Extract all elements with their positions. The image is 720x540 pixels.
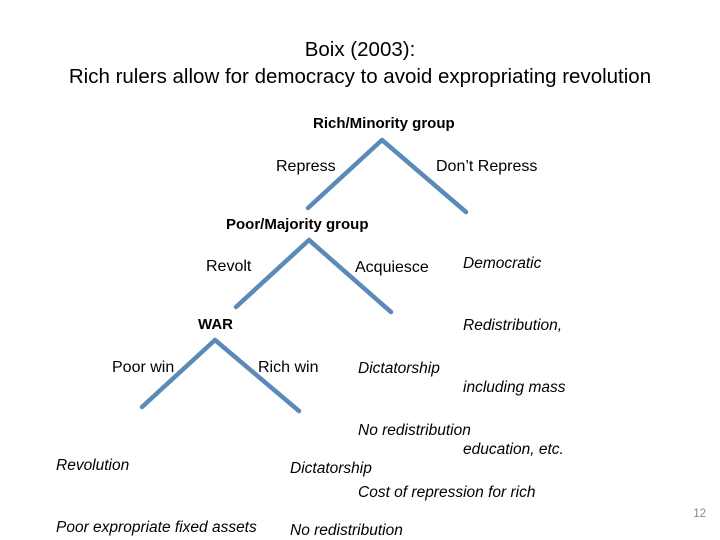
outcome-democratic-redistribution: Democratic Redistribution, including mas…	[463, 213, 566, 502]
action-label-acquiesce: Acquiesce	[355, 259, 429, 276]
outcome-line: Dictatorship	[290, 460, 372, 478]
page-title: Boix (2003): Rich rulers allow for democ…	[0, 36, 720, 91]
outcome-line: Redistribution,	[463, 317, 563, 335]
title-line-2: Rich rulers allow for democracy to avoid…	[68, 65, 652, 89]
outcome-line: No redistribution	[358, 422, 471, 440]
outcome-line: including mass	[463, 378, 566, 396]
outcome-rich-win-dictatorship: Dictatorship No redistribution Rich take…	[290, 418, 474, 540]
action-label-revolt: Revolt	[206, 258, 252, 275]
outcome-line: Democratic	[463, 255, 542, 273]
node-poor-majority-group: Poor/Majority group	[226, 216, 369, 233]
action-label-poor-win: Poor win	[112, 359, 175, 376]
node-war: WAR	[198, 316, 233, 333]
outcome-line: Cost of repression for rich	[358, 483, 536, 501]
outcome-acquiesce-dictatorship: Dictatorship No redistribution Cost of r…	[358, 318, 535, 540]
outcome-line: education, etc.	[463, 440, 564, 458]
outcome-poor-win-revolution: Revolution Poor expropriate fixed assets…	[56, 415, 257, 540]
node-rich-minority-group: Rich/Minority group	[313, 115, 455, 132]
page-number: 12	[693, 508, 706, 520]
action-label-rich-win: Rich win	[258, 359, 319, 376]
title-line-1: Boix (2003):	[304, 38, 416, 61]
outcome-line: No redistribution	[290, 522, 403, 540]
action-label-repress: Repress	[276, 158, 336, 175]
action-label-dont-repress: Don’t Repress	[436, 158, 538, 175]
outcome-line: Dictatorship	[358, 360, 440, 378]
outcome-line: Revolution	[56, 457, 130, 475]
outcome-line: Poor expropriate fixed assets	[56, 519, 257, 537]
